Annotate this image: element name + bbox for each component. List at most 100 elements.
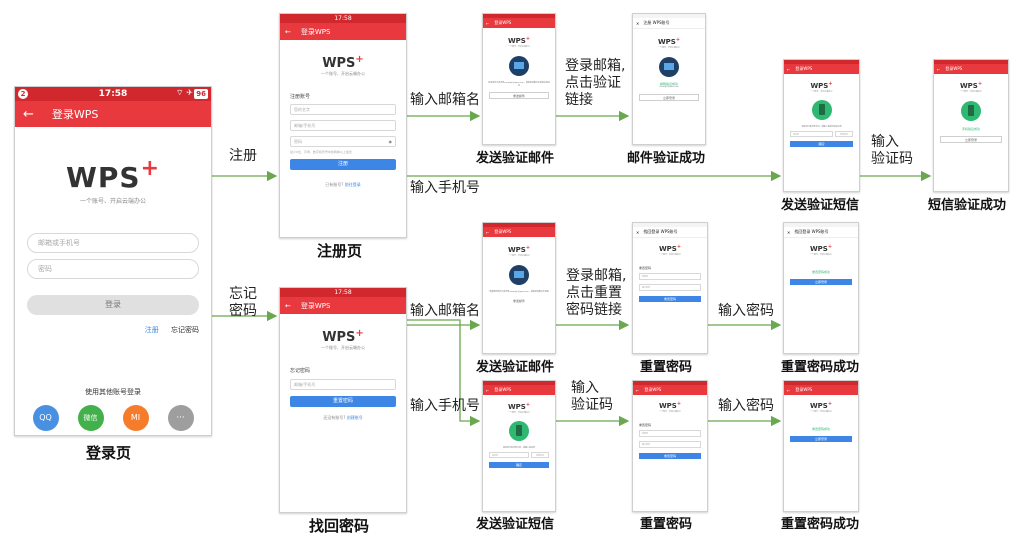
status-bar: 17:58 bbox=[280, 288, 406, 297]
back-arrow-icon[interactable]: ← bbox=[486, 229, 490, 235]
close-icon[interactable]: ✕ bbox=[787, 229, 791, 235]
app-bar: ✕ 注册 WPS账号 bbox=[633, 18, 705, 29]
app-bar: ← 登录WPS bbox=[280, 23, 406, 40]
password-input[interactable]: 密码 ◉ bbox=[290, 136, 396, 147]
confirm-password-input[interactable]: 确认密码 bbox=[639, 284, 701, 291]
register-button[interactable]: 注册 bbox=[290, 159, 396, 170]
edge-label-input-password-1: 输入密码 bbox=[718, 303, 774, 319]
logo-text: WPS bbox=[959, 82, 978, 90]
new-password-input[interactable]: 新密码 bbox=[639, 273, 701, 280]
go-login-link[interactable]: 前往登录 bbox=[344, 182, 361, 187]
back-arrow-icon[interactable]: ← bbox=[285, 27, 291, 36]
logo-text: WPS bbox=[657, 38, 676, 46]
login-now-button[interactable]: 立即登录 bbox=[790, 436, 852, 442]
app-title: 登录WPS bbox=[945, 66, 963, 71]
resend-email-button[interactable]: 重发邮件 bbox=[512, 298, 525, 303]
caption-reset-success-1: 重置密码成功 bbox=[781, 360, 860, 375]
phone-icon bbox=[509, 421, 529, 441]
login-now-button[interactable]: 立即登录 bbox=[639, 94, 699, 101]
close-icon[interactable]: ✕ bbox=[636, 229, 640, 235]
logo: WPS+ bbox=[322, 54, 364, 71]
arrow-forgot-sms bbox=[407, 319, 481, 427]
battery-level: 96 bbox=[194, 89, 208, 99]
status-time: 17:58 bbox=[334, 15, 352, 22]
no-account-text: 还没有账号? bbox=[323, 415, 346, 420]
app-bar: ← 登录WPS bbox=[483, 227, 555, 237]
code-input[interactable]: 验证码 bbox=[489, 452, 529, 458]
account-input[interactable]: 邮箱或手机号 bbox=[27, 233, 199, 253]
name-input[interactable]: 您的名字 bbox=[290, 104, 396, 115]
reset-password-button[interactable]: 重置密码 bbox=[290, 396, 396, 407]
edge-label-input-password-2: 输入密码 bbox=[718, 398, 774, 414]
app-title: 登录WPS bbox=[494, 387, 512, 392]
success-message: 邮箱验证成功 bbox=[659, 82, 678, 86]
tagline: 一个账号、开启云端办公 bbox=[809, 411, 832, 413]
logo: WPS+ bbox=[507, 36, 531, 45]
code-row: 验证码 重新发送 bbox=[489, 452, 549, 458]
back-arrow-icon[interactable]: ← bbox=[636, 387, 640, 393]
app-title: 登录WPS bbox=[644, 387, 662, 392]
caption-send-sms-1: 发送验证短信 bbox=[781, 198, 860, 213]
resend-code-button[interactable]: 重新发送 bbox=[531, 452, 549, 458]
resend-code-button[interactable]: 重新发送 bbox=[835, 131, 853, 137]
logo-text: WPS bbox=[322, 330, 356, 345]
account-input[interactable]: 邮箱/手机号 bbox=[290, 120, 396, 131]
logo: WPS+ bbox=[810, 81, 833, 90]
tagline: 一个账号、开启云端办公 bbox=[507, 255, 530, 257]
login-now-button[interactable]: 立即登录 bbox=[790, 279, 852, 285]
logo-text: WPS bbox=[507, 37, 526, 45]
app-bar: ← 登录WPS bbox=[784, 385, 858, 395]
confirm-button[interactable]: 确定 bbox=[489, 462, 549, 468]
eye-icon[interactable]: ◉ bbox=[388, 139, 393, 144]
app-bar: ✕ 找回登录 WPS账号 bbox=[633, 227, 707, 238]
confirm-password-input[interactable]: 确认密码 bbox=[639, 441, 701, 448]
register-link[interactable]: 注册 bbox=[144, 326, 159, 334]
caption-reset-2: 重置密码 bbox=[640, 517, 693, 532]
reset-password-button[interactable]: 重置密码 bbox=[639, 296, 701, 302]
tagline: 一个账号、开启云端办公 bbox=[321, 345, 365, 350]
status-message: 验证码已发送至手机，请输入验证码 bbox=[502, 447, 535, 449]
section-title: 忘记密码 bbox=[290, 368, 311, 374]
status-icons: ⌔ ✈ bbox=[175, 88, 193, 97]
back-arrow-icon[interactable]: ← bbox=[285, 301, 291, 310]
caption-send-email-2: 发送验证邮件 bbox=[476, 360, 555, 375]
back-arrow-icon[interactable]: ← bbox=[486, 387, 490, 393]
status-bar: 2 17:58 ⌔ ✈ 96 bbox=[15, 87, 211, 101]
status-bar bbox=[784, 381, 858, 385]
resend-email-button[interactable]: 重发邮件 bbox=[489, 92, 549, 100]
status-time: 17:58 bbox=[98, 89, 128, 99]
new-password-input[interactable]: 新密码 bbox=[639, 430, 701, 437]
back-arrow-icon[interactable]: ← bbox=[486, 20, 490, 26]
back-arrow-icon[interactable]: ← bbox=[787, 66, 791, 72]
caption-reset-success-2: 重置密码成功 bbox=[781, 517, 860, 532]
account-input[interactable]: 邮箱/手机号 bbox=[290, 379, 396, 390]
back-arrow-icon[interactable]: ← bbox=[787, 387, 791, 393]
app-title: 登录WPS bbox=[795, 387, 813, 392]
logo: WPS+ bbox=[658, 401, 682, 410]
reset-password-button[interactable]: 重置密码 bbox=[639, 453, 701, 459]
login-now-button[interactable]: 立即登录 bbox=[940, 136, 1002, 143]
tagline: 一个账号、开启云端办公 bbox=[321, 71, 365, 76]
logo-text: WPS bbox=[809, 402, 828, 410]
login-button[interactable]: 登录 bbox=[27, 295, 199, 315]
logo: WPS+ bbox=[507, 402, 531, 411]
logo-text: WPS bbox=[322, 56, 356, 71]
forgot-password-link[interactable]: 忘记密码 bbox=[171, 326, 199, 334]
more-icon[interactable]: ··· bbox=[167, 405, 194, 431]
logo: WPS+ bbox=[809, 244, 833, 253]
app-title: 登录WPS bbox=[300, 27, 331, 36]
status-time: 17:58 bbox=[334, 289, 352, 296]
auth-links: 注册 忘记密码 bbox=[15, 325, 199, 335]
xiaomi-icon[interactable]: MI bbox=[122, 405, 149, 431]
wechat-icon[interactable]: 微信 bbox=[77, 405, 104, 431]
create-account-link[interactable]: 创建账号 bbox=[346, 415, 363, 420]
close-icon[interactable]: ✕ bbox=[636, 20, 640, 26]
send-sms-screen-2: ← 登录WPS WPS+ 一个账号、开启云端办公 验证码已发送至手机，请输入验证… bbox=[482, 380, 556, 512]
back-arrow-icon[interactable]: ← bbox=[23, 106, 34, 122]
password-input[interactable]: 密码 bbox=[27, 259, 199, 279]
back-arrow-icon[interactable]: ← bbox=[937, 66, 941, 72]
code-input[interactable]: 验证码 bbox=[790, 131, 833, 137]
confirm-button[interactable]: 确定 bbox=[790, 141, 853, 147]
logo: WPS+ bbox=[959, 81, 983, 90]
qq-icon[interactable]: QQ bbox=[32, 405, 59, 431]
